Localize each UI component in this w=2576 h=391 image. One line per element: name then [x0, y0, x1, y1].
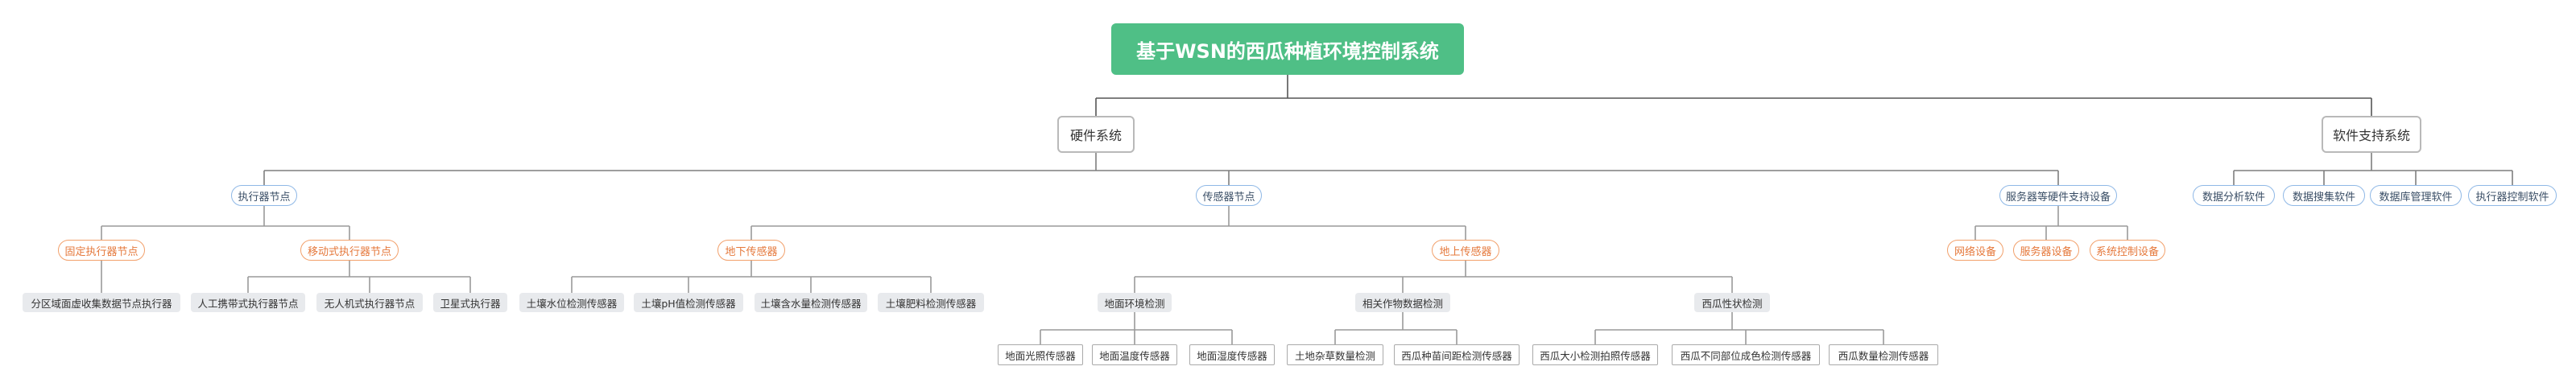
- leaf-surface-light[interactable]: 地面光照传感器: [998, 344, 1083, 365]
- topic-mobile-actuator[interactable]: 移动式执行器节点: [300, 240, 399, 261]
- leaf-surface-humidity[interactable]: 地面湿度传感器: [1189, 344, 1275, 365]
- topic-melon-traits[interactable]: 西瓜性状检测: [1694, 293, 1770, 312]
- leaf-soil-moisture[interactable]: 土壤含水量检测传感器: [755, 293, 867, 312]
- topic-server-support[interactable]: 服务器等硬件支持设备: [1999, 185, 2117, 206]
- topic-fixed-actuator[interactable]: 固定执行器节点: [58, 240, 145, 261]
- topic-hardware-system[interactable]: 硬件系统: [1057, 116, 1135, 153]
- leaf-melon-color[interactable]: 西瓜不同部位成色检测传感器: [1672, 344, 1820, 365]
- topic-software-system[interactable]: 软件支持系统: [2322, 116, 2421, 153]
- topic-underground-sensor[interactable]: 地下传感器: [717, 240, 785, 261]
- root-topic[interactable]: 基于WSN的西瓜种植环境控制系统: [1111, 23, 1464, 75]
- leaf-manual-actuator[interactable]: 人工携带式执行器节点: [191, 293, 305, 312]
- topic-actuator-node[interactable]: 执行器节点: [231, 185, 297, 206]
- software-item-collection[interactable]: 数据搜集软件: [2283, 185, 2365, 206]
- topic-surface-environment[interactable]: 地面环境检测: [1098, 293, 1172, 312]
- leaf-weed-count[interactable]: 土地杂草数量检测: [1287, 344, 1383, 365]
- leaf-fixed-actuator-item[interactable]: 分区域面虚收集数据节点执行器: [23, 293, 180, 312]
- leaf-melon-count[interactable]: 西瓜数量检测传感器: [1829, 344, 1938, 365]
- leaf-satellite-actuator[interactable]: 卫星式执行器: [433, 293, 507, 312]
- leaf-melon-size[interactable]: 西瓜大小检测拍照传感器: [1532, 344, 1658, 365]
- leaf-surface-temperature[interactable]: 地面温度传感器: [1092, 344, 1177, 365]
- leaf-soil-fertilizer[interactable]: 土壤肥料检测传感器: [878, 293, 984, 312]
- topic-crop-data[interactable]: 相关作物数据检测: [1355, 293, 1450, 312]
- software-item-analysis[interactable]: 数据分析软件: [2193, 185, 2275, 206]
- topic-sensor-node[interactable]: 传感器节点: [1196, 185, 1262, 206]
- software-item-database[interactable]: 数据库管理软件: [2370, 185, 2462, 206]
- topic-above-ground-sensor[interactable]: 地上传感器: [1432, 240, 1499, 261]
- server-item-system-control[interactable]: 系统控制设备: [2090, 240, 2165, 261]
- software-item-actuator-control[interactable]: 执行器控制软件: [2468, 185, 2557, 206]
- leaf-soil-water-level[interactable]: 土壤水位检测传感器: [519, 293, 624, 312]
- server-item-network[interactable]: 网络设备: [1947, 240, 2003, 261]
- leaf-seedling-spacing[interactable]: 西瓜种苗间距检测传感器: [1394, 344, 1520, 365]
- leaf-soil-ph[interactable]: 土壤pH值检测传感器: [634, 293, 743, 312]
- server-item-server[interactable]: 服务器设备: [2013, 240, 2079, 261]
- leaf-drone-actuator[interactable]: 无人机式执行器节点: [316, 293, 423, 312]
